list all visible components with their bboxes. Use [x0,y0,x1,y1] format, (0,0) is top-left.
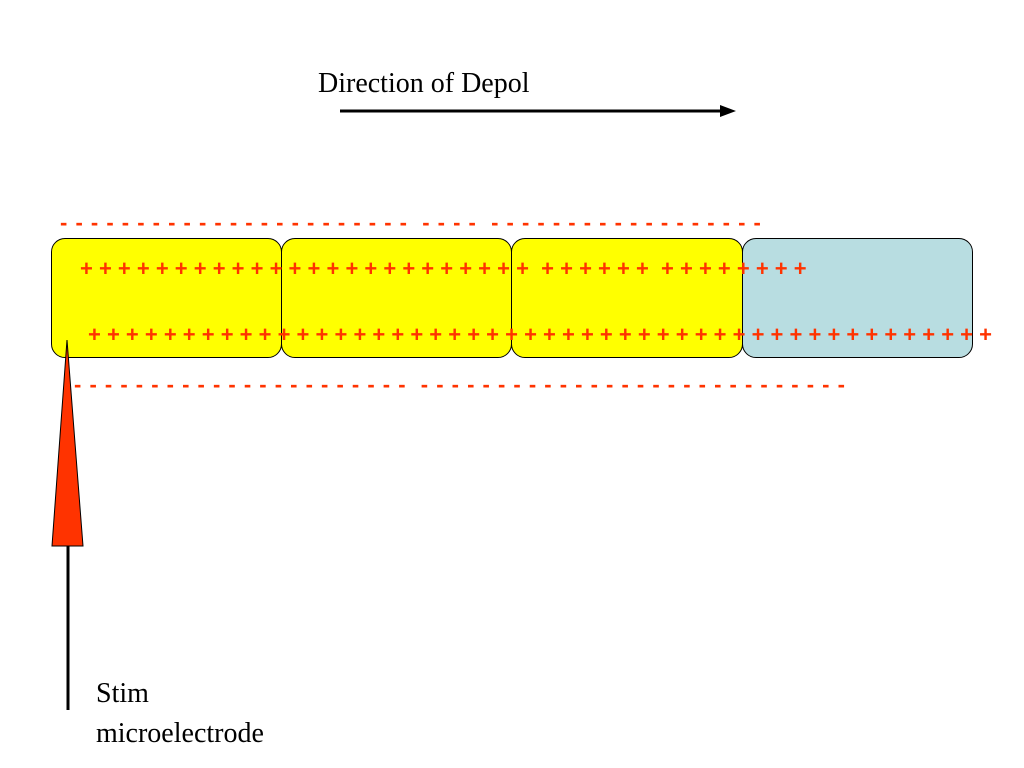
cell-segment-2 [281,238,512,358]
outside-charges-bottom: - - - - - - - - - - - - - - - - - - - - … [74,372,846,397]
electrode-tip [51,340,84,547]
electrode-label-line2: microelectrode [96,718,264,749]
cell-segment-1 [51,238,282,358]
stim-microelectrode-icon [51,340,84,710]
diagram-title: Direction of Depol [318,68,530,99]
inside-charges-bottom: + + + + + + + + + + + + + + + + + + + + … [88,322,992,347]
outside-charges-top: - - - - - - - - - - - - - - - - - - - - … [60,210,762,235]
cell-segment-3 [511,238,743,358]
direction-arrow-head [720,105,736,117]
electrode-label-line1: Stim [96,678,149,709]
cell-segment-4 [742,238,973,358]
inside-charges-top: + + + + + + + + + + + + + + + + + + + + … [80,256,807,281]
direction-arrow [340,105,736,117]
